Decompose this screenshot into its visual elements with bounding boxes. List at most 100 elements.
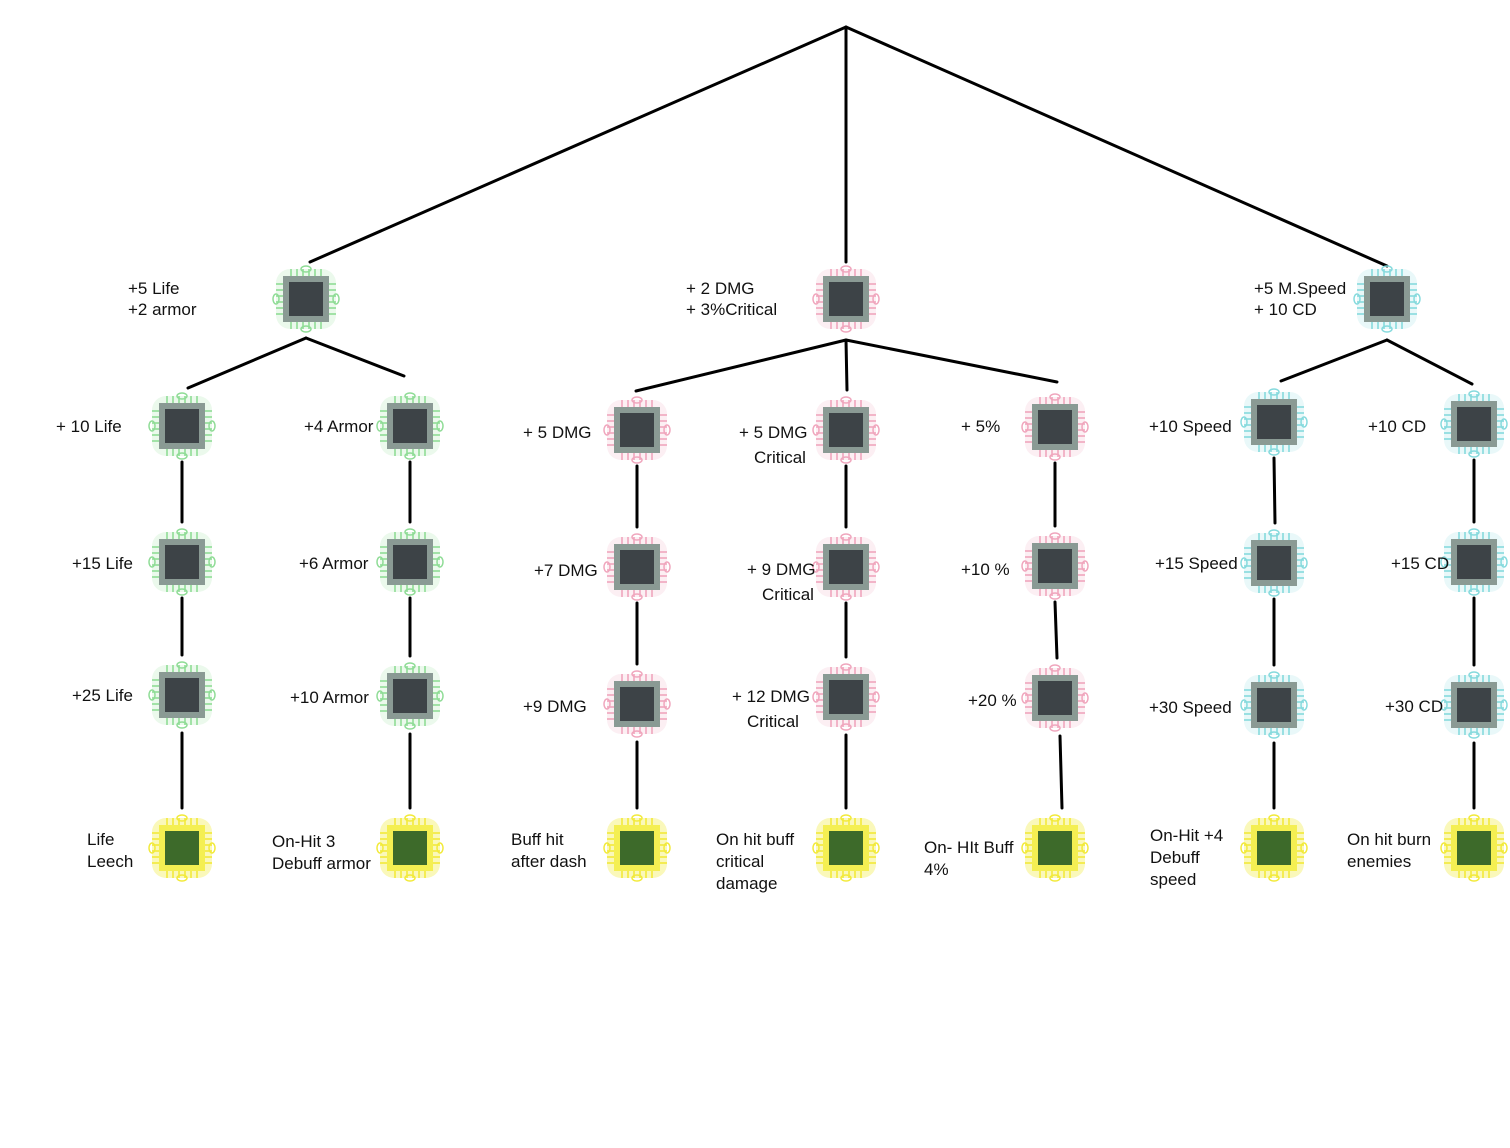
- label-life-1-tier2-line: +6 Armor: [299, 554, 369, 573]
- node-speed-0-tier1[interactable]: [1240, 388, 1308, 456]
- edge-damage-2-final: [1058, 734, 1064, 810]
- node-damage-0-final[interactable]: [603, 814, 671, 882]
- node-speed-0-final[interactable]: [1240, 814, 1308, 882]
- node-damage-0-tier3[interactable]: [603, 670, 671, 738]
- edge-split-speed-1: [1385, 338, 1474, 386]
- label-speed-0-final-line: speed: [1150, 870, 1197, 889]
- label-damage-2-tier3: +20 %: [968, 688, 1017, 713]
- node-life-0-final[interactable]: [148, 814, 216, 882]
- label-damage-1-tier3-line: + 12 DMG: [732, 687, 810, 706]
- node-speed-0-tier2[interactable]: [1240, 529, 1308, 597]
- node-damage-0-tier1[interactable]: [603, 396, 671, 464]
- label-life-1-final-line: Debuff armor: [272, 854, 371, 873]
- label-damage-0-final-line: Buff hit: [511, 830, 564, 849]
- node-damage-2-final[interactable]: [1021, 814, 1089, 882]
- edge-root-life: [308, 25, 848, 264]
- node-life-root[interactable]: [272, 265, 340, 333]
- node-life-1-final[interactable]: [376, 814, 444, 882]
- label-damage-1-final-line: On hit buff: [716, 830, 795, 849]
- label-speed-0-tier3: +30 Speed: [1149, 695, 1232, 720]
- label-life-0-tier1-line: + 10 Life: [56, 417, 122, 436]
- edge-split-damage-2: [844, 338, 1059, 384]
- label-life-0-final-line: Life: [87, 830, 115, 849]
- node-damage-2-tier2[interactable]: [1021, 532, 1089, 600]
- label-speed-root-line: +5 M.Speed: [1254, 279, 1347, 298]
- node-speed-1-tier1[interactable]: [1440, 390, 1508, 458]
- edge-split-speed-0: [1279, 338, 1389, 383]
- label-life-0-tier1: + 10 Life: [56, 414, 122, 439]
- label-damage-0-tier3: +9 DMG: [523, 694, 587, 719]
- label-damage-2-tier2: +10 %: [961, 557, 1010, 582]
- label-life-0-final-line: Leech: [87, 852, 134, 871]
- node-damage-1-tier3[interactable]: [812, 663, 880, 731]
- node-damage-1-tier1[interactable]: [812, 396, 880, 464]
- node-life-1-tier3[interactable]: [376, 662, 444, 730]
- node-life-0-tier1[interactable]: [148, 392, 216, 460]
- node-speed-1-tier2[interactable]: [1440, 528, 1508, 596]
- label-speed-1-tier2: +15 CD: [1391, 551, 1449, 576]
- node-damage-0-tier2[interactable]: [603, 533, 671, 601]
- label-life-root-line: +2 armor: [128, 300, 197, 319]
- label-damage-0-tier2: +7 DMG: [534, 558, 598, 583]
- node-speed-1-final[interactable]: [1440, 814, 1508, 882]
- node-damage-2-tier1[interactable]: [1021, 393, 1089, 461]
- label-damage-2-tier1: + 5%: [961, 414, 1000, 439]
- node-speed-root[interactable]: [1353, 265, 1421, 333]
- label-life-1-final-line: On-Hit 3: [272, 832, 336, 851]
- tree-nodes: [148, 265, 1508, 882]
- node-life-0-tier3[interactable]: [148, 661, 216, 729]
- label-damage-root-line: + 3%Critical: [686, 300, 778, 319]
- node-speed-0-tier3[interactable]: [1240, 671, 1308, 739]
- label-damage-1-tier2-line: + 9 DMG: [747, 560, 816, 579]
- label-life-1-tier2: +6 Armor: [299, 551, 368, 576]
- label-damage-1-tier1-line: + 5 DMG: [739, 423, 808, 442]
- edge-split-life-1: [304, 336, 406, 378]
- label-damage-2-final-line: On- HIt Buff: [924, 838, 1014, 857]
- node-damage-2-tier3[interactable]: [1021, 664, 1089, 732]
- tree-edges: [180, 25, 1476, 810]
- node-speed-1-tier3[interactable]: [1440, 671, 1508, 739]
- label-life-0-tier2: +15 Life: [72, 551, 133, 576]
- edge-split-damage-1: [844, 338, 849, 392]
- label-damage-1-tier3: + 12 DMG Critical: [732, 684, 810, 734]
- label-damage-1-tier1: + 5 DMG Critical: [739, 420, 808, 470]
- node-life-0-tier2[interactable]: [148, 528, 216, 596]
- edge-split-life-0: [186, 336, 308, 390]
- label-damage-0-tier2-line: +7 DMG: [534, 561, 598, 580]
- label-life-1-tier3-line: +10 Armor: [290, 688, 369, 707]
- label-damage-1-final-line: damage: [716, 874, 778, 893]
- label-damage-0-tier1-line: + 5 DMG: [523, 423, 592, 442]
- node-damage-1-final[interactable]: [812, 814, 880, 882]
- node-damage-root[interactable]: [812, 265, 880, 333]
- label-life-1-tier3: +10 Armor: [290, 685, 369, 710]
- label-speed-root: +5 M.Speed + 10 CD: [1254, 278, 1346, 320]
- edge-damage-2-t2: [1053, 600, 1059, 660]
- label-damage-2-tier3-line: +20 %: [968, 691, 1017, 710]
- edge-root-speed: [844, 25, 1389, 268]
- label-life-0-tier3: +25 Life: [72, 683, 133, 708]
- label-speed-root-line: + 10 CD: [1254, 300, 1317, 319]
- label-speed-0-tier2: +15 Speed: [1155, 551, 1238, 576]
- node-life-1-tier2[interactable]: [376, 528, 444, 596]
- label-life-0-tier2-line: +15 Life: [72, 554, 133, 573]
- label-speed-0-tier2-line: +15 Speed: [1155, 554, 1238, 573]
- label-damage-0-tier3-line: +9 DMG: [523, 697, 587, 716]
- label-speed-0-final-line: On-Hit +4: [1150, 826, 1224, 845]
- label-damage-root: + 2 DMG + 3%Critical: [686, 278, 777, 320]
- label-damage-root-line: + 2 DMG: [686, 279, 755, 298]
- node-life-1-tier1[interactable]: [376, 392, 444, 460]
- label-damage-1-final-line: critical: [716, 852, 765, 871]
- label-damage-1-tier1-line: Critical: [754, 448, 806, 467]
- label-damage-2-tier2-line: +10 %: [961, 560, 1010, 579]
- label-damage-0-tier1: + 5 DMG: [523, 420, 592, 445]
- node-damage-1-tier2[interactable]: [812, 533, 880, 601]
- label-speed-0-tier1: +10 Speed: [1149, 414, 1232, 439]
- label-life-1-tier1: +4 Armor: [304, 414, 373, 439]
- label-damage-1-tier3-line: Critical: [747, 712, 799, 731]
- label-speed-1-tier1-line: +10 CD: [1368, 417, 1427, 436]
